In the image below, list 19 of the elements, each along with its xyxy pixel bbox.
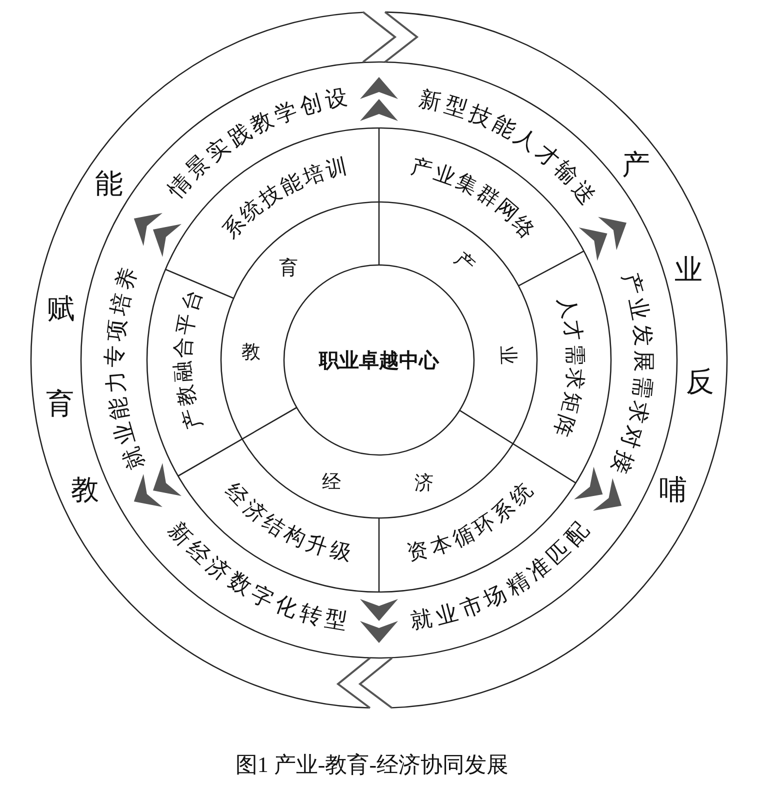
ring-character: 哺 — [658, 474, 688, 508]
ring-character: 业 — [674, 254, 704, 288]
ring-character: 教 — [240, 342, 262, 365]
ring-label: 经济 — [318, 470, 438, 498]
ring-character: 教 — [70, 474, 100, 508]
sector-label: 产教融合平台 — [168, 286, 208, 434]
ring-character: 能 — [94, 168, 124, 202]
ring-label: 产业发展需求对接 — [606, 268, 659, 478]
center-label: 职业卓越中心 — [319, 346, 439, 374]
ring-character: 育 — [278, 258, 299, 281]
sector-label: 人才需求矩阵 — [548, 292, 590, 441]
ring-character: 产 — [448, 248, 478, 279]
ring-character: 赋 — [46, 292, 76, 326]
ring-label: 就业能力专项培养 — [99, 264, 150, 474]
figure-caption: 图1 产业-教育-经济协同发展 — [235, 751, 509, 779]
ring-character: 反 — [685, 366, 716, 400]
ring-character: 业 — [496, 344, 519, 366]
ring-character: 产 — [621, 149, 652, 183]
ring-character: 育 — [45, 388, 76, 422]
